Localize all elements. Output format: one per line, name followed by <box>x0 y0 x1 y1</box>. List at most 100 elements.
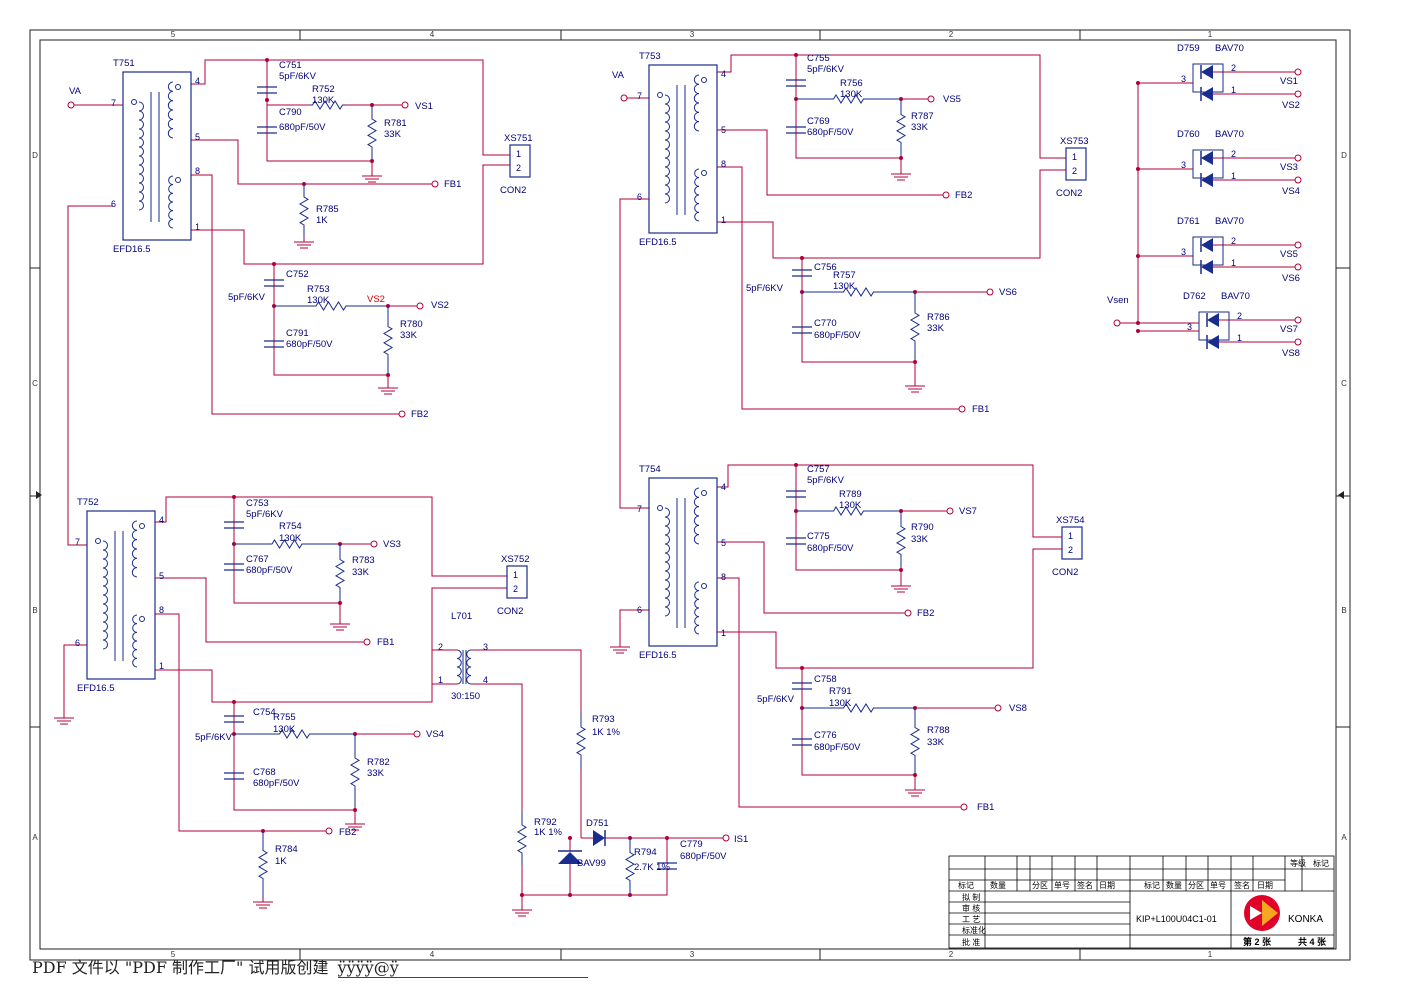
label: R755 <box>273 712 296 723</box>
pin-number: 2 <box>1231 149 1236 159</box>
label: R752 <box>312 84 335 95</box>
polarity-dot <box>139 523 145 529</box>
pin-number: 3 <box>1181 247 1186 257</box>
rev-header: 标记 <box>1144 880 1160 890</box>
junction-dot <box>568 836 572 840</box>
junction-dot <box>1136 329 1140 333</box>
net-vs: VS5 <box>1280 249 1298 260</box>
label: 130K <box>312 95 335 106</box>
net-vs4: VS4 <box>426 729 444 740</box>
net-terminal <box>363 638 371 646</box>
junction-dot <box>913 773 917 777</box>
title-block <box>948 855 1335 949</box>
wire <box>795 465 902 582</box>
pin-number: 1 <box>1237 333 1242 343</box>
label: R791 <box>829 686 852 697</box>
net-va: VA <box>612 70 625 81</box>
pin-number: 2 <box>1237 311 1242 321</box>
net-terminal <box>1294 241 1302 249</box>
transformer-t753 <box>648 64 718 234</box>
rev-header: 标记 <box>958 880 974 890</box>
polarity-dot <box>701 490 707 496</box>
pin-number: 2 <box>516 163 521 173</box>
label: 5pF/6KV <box>807 475 845 486</box>
capacitor-icon <box>786 537 806 545</box>
label: R756 <box>840 78 863 89</box>
label: C770 <box>814 318 837 329</box>
wire <box>273 264 389 384</box>
label: 5pF/6KV <box>757 694 795 705</box>
ground-icon <box>54 714 74 725</box>
junction-dot <box>794 53 798 57</box>
junction-dot <box>338 601 342 605</box>
grade-label: 等级 <box>1290 858 1306 868</box>
role-checker: 审 核 <box>962 903 980 913</box>
label: R787 <box>911 111 934 122</box>
label: 5pF/6KV <box>807 64 845 75</box>
label: C775 <box>807 531 830 542</box>
zone-marker-left: C <box>32 379 38 388</box>
label: R794 <box>634 847 657 858</box>
label: C758 <box>814 674 837 685</box>
polarity-dot <box>701 77 707 83</box>
winding-icon <box>694 581 700 635</box>
wire <box>717 464 1062 538</box>
zone-marker-left: A <box>32 833 38 842</box>
label: 33K <box>911 122 929 133</box>
pin-number: 2 <box>513 584 518 594</box>
zone-marker-top: 2 <box>949 30 954 39</box>
polarity-dot <box>139 616 145 622</box>
net-terminal <box>994 704 1002 712</box>
net-terminal <box>960 803 968 811</box>
connector-xs753 <box>1065 147 1087 181</box>
junction-dot <box>232 700 236 704</box>
junction-dot <box>232 495 236 499</box>
label: 130K <box>279 533 302 544</box>
net-vs2-red: VS2 <box>367 294 385 305</box>
label: C767 <box>246 554 269 565</box>
wire <box>431 683 457 702</box>
transformer-ref: T753 <box>639 51 661 62</box>
rev-header: 数量 <box>1166 880 1182 890</box>
net-vs: VS8 <box>1282 348 1300 359</box>
net-terminal <box>1294 263 1302 271</box>
wire <box>801 668 916 786</box>
capacitor-icon <box>224 521 244 529</box>
pin-number: 4 <box>483 675 488 685</box>
label: 33K <box>927 737 945 748</box>
label: C753 <box>246 498 269 509</box>
transformer-body <box>648 64 718 234</box>
ground-icon <box>891 582 911 593</box>
company-name: KONKA <box>1288 914 1323 925</box>
diode-ref: D761 <box>1177 216 1200 227</box>
label: C752 <box>286 269 309 280</box>
junction-dot <box>628 893 632 897</box>
label: 1K 1% <box>534 827 563 838</box>
label: R790 <box>911 522 934 533</box>
junction-dot <box>265 98 269 102</box>
wire <box>619 198 649 509</box>
net-terminal <box>1294 338 1302 346</box>
net-terminal <box>1294 90 1302 98</box>
watermark-link[interactable]: ÿÿÿÿ@ÿ <box>337 958 588 978</box>
polarity-dot <box>95 538 101 544</box>
watermark-text: PDF 文件以 "PDF 制作工厂" 试用版创建 <box>32 958 329 977</box>
zone-marker-bottom: 5 <box>171 950 176 959</box>
wire <box>191 164 510 265</box>
junction-dot <box>568 893 572 897</box>
pin-number: 1 <box>513 570 518 580</box>
wire <box>801 258 916 382</box>
pin-number: 7 <box>111 98 116 108</box>
label: 5pF/6KV <box>228 292 266 303</box>
diode-icon <box>1201 87 1213 101</box>
wire <box>191 174 402 415</box>
rev-header: 单号 <box>1210 880 1226 890</box>
polarity-dot <box>175 84 181 90</box>
net-terminal <box>1294 68 1302 76</box>
diode-ref: D762 <box>1183 291 1206 302</box>
konka-logo-icon <box>1244 895 1280 931</box>
label: 130K <box>829 698 852 709</box>
wire <box>717 548 1062 669</box>
transformer-type: EFD16.5 <box>639 237 677 248</box>
